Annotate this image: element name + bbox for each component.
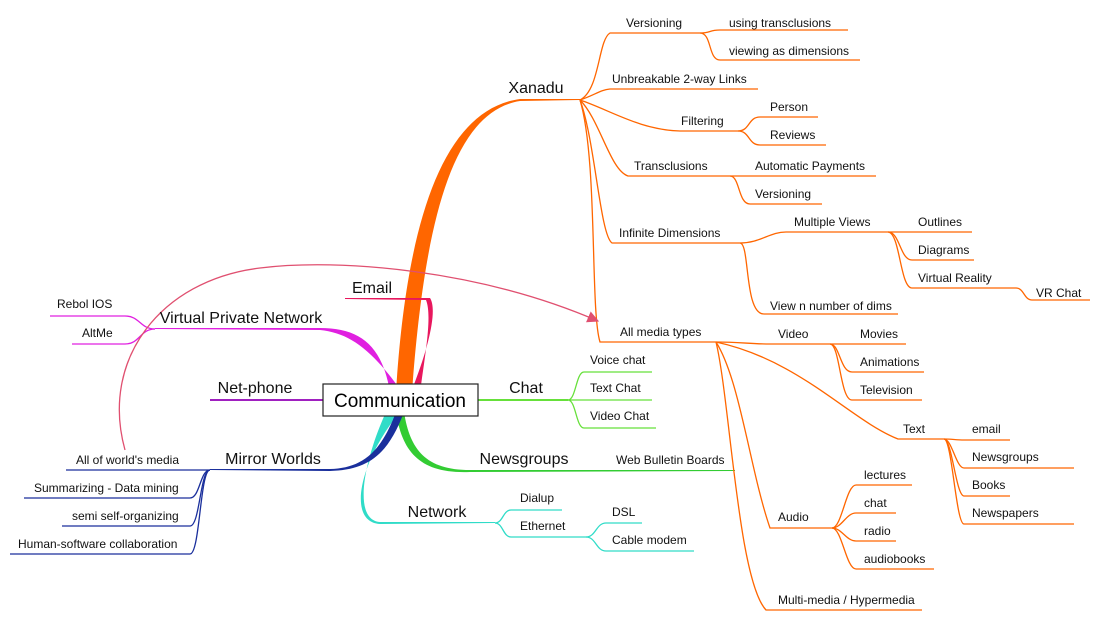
node-filtering[interactable]: Filtering	[681, 114, 724, 128]
node-mirror[interactable]: Mirror Worlds	[225, 451, 321, 468]
node-outlines[interactable]: Outlines	[918, 215, 962, 229]
node-versioning-2[interactable]: Versioning	[755, 187, 811, 201]
node-view-n-dims[interactable]: View n number of dims	[770, 299, 892, 313]
node-cable-modem[interactable]: Cable modem	[612, 533, 687, 547]
node-newsgroups[interactable]: Newsgroups	[480, 451, 569, 468]
node-email-media[interactable]: email	[972, 422, 1001, 436]
node-all-media-types[interactable]: All media types	[620, 325, 701, 339]
node-newspapers[interactable]: Newspapers	[972, 506, 1039, 520]
node-xanadu[interactable]: Xanadu	[508, 80, 563, 97]
node-rebol-ios[interactable]: Rebol IOS	[57, 297, 112, 311]
node-email[interactable]: Email	[352, 280, 392, 297]
node-audiobooks[interactable]: audiobooks	[864, 552, 925, 566]
node-web-bulletin-boards[interactable]: Web Bulletin Boards	[616, 453, 725, 467]
node-all-worlds-media[interactable]: All of world's media	[76, 453, 179, 467]
node-viewing-as-dimensions[interactable]: viewing as dimensions	[729, 44, 849, 58]
node-text-chat[interactable]: Text Chat	[590, 381, 641, 395]
node-human-software[interactable]: Human-software collaboration	[18, 537, 177, 551]
node-chat-audio[interactable]: chat	[864, 496, 887, 510]
node-using-transclusions[interactable]: using transclusions	[729, 16, 831, 30]
node-versioning[interactable]: Versioning	[626, 16, 682, 30]
node-multimedia[interactable]: Multi-media / Hypermedia	[778, 593, 915, 607]
node-radio[interactable]: radio	[864, 524, 891, 538]
node-voice-chat[interactable]: Voice chat	[590, 353, 646, 367]
node-netphone[interactable]: Net-phone	[218, 380, 293, 397]
chat-lines	[567, 371, 656, 429]
vpn-lines	[50, 315, 156, 345]
mirror-lines	[10, 469, 211, 555]
node-multiple-views[interactable]: Multiple Views	[794, 215, 870, 229]
node-infinite-dimensions[interactable]: Infinite Dimensions	[619, 226, 720, 240]
node-animations[interactable]: Animations	[860, 355, 919, 369]
node-automatic-payments[interactable]: Automatic Payments	[755, 159, 865, 173]
node-newsgroups-media[interactable]: Newsgroups	[972, 450, 1039, 464]
node-lectures[interactable]: lectures	[864, 468, 906, 482]
branch-xanadu	[396, 99, 580, 392]
node-network[interactable]: Network	[408, 504, 468, 521]
node-vpn[interactable]: Virtual Private Network	[160, 310, 323, 327]
node-text[interactable]: Text	[903, 422, 926, 436]
node-transclusions[interactable]: Transclusions	[634, 159, 708, 173]
node-video-chat[interactable]: Video Chat	[590, 409, 650, 423]
node-movies[interactable]: Movies	[860, 327, 898, 341]
node-altme[interactable]: AltMe	[82, 326, 113, 340]
node-semi-self-organizing[interactable]: semi self-organizing	[72, 509, 179, 523]
node-ethernet[interactable]: Ethernet	[520, 519, 566, 533]
node-dsl[interactable]: DSL	[612, 505, 636, 519]
node-summarizing[interactable]: Summarizing - Data mining	[34, 481, 179, 495]
root-label: Communication	[334, 391, 466, 412]
node-television[interactable]: Television	[860, 383, 913, 397]
xanadu-lines	[579, 29, 1090, 611]
node-reviews[interactable]: Reviews	[770, 128, 815, 142]
node-person[interactable]: Person	[770, 100, 808, 114]
node-diagrams[interactable]: Diagrams	[918, 243, 969, 257]
branch-newsgroups	[396, 412, 735, 473]
root-node[interactable]: Communication	[322, 383, 479, 417]
node-virtual-reality[interactable]: Virtual Reality	[918, 271, 992, 285]
node-vr-chat[interactable]: VR Chat	[1036, 286, 1082, 300]
node-chat[interactable]: Chat	[509, 380, 543, 397]
node-audio[interactable]: Audio	[778, 510, 809, 524]
node-unbreakable-links[interactable]: Unbreakable 2-way Links	[612, 72, 747, 86]
crosslink-arrow	[118, 264, 600, 451]
node-dialup[interactable]: Dialup	[520, 491, 554, 505]
node-video[interactable]: Video	[778, 327, 809, 341]
node-books[interactable]: Books	[972, 478, 1005, 492]
main-branches	[155, 99, 735, 524]
network-lines	[494, 509, 694, 552]
